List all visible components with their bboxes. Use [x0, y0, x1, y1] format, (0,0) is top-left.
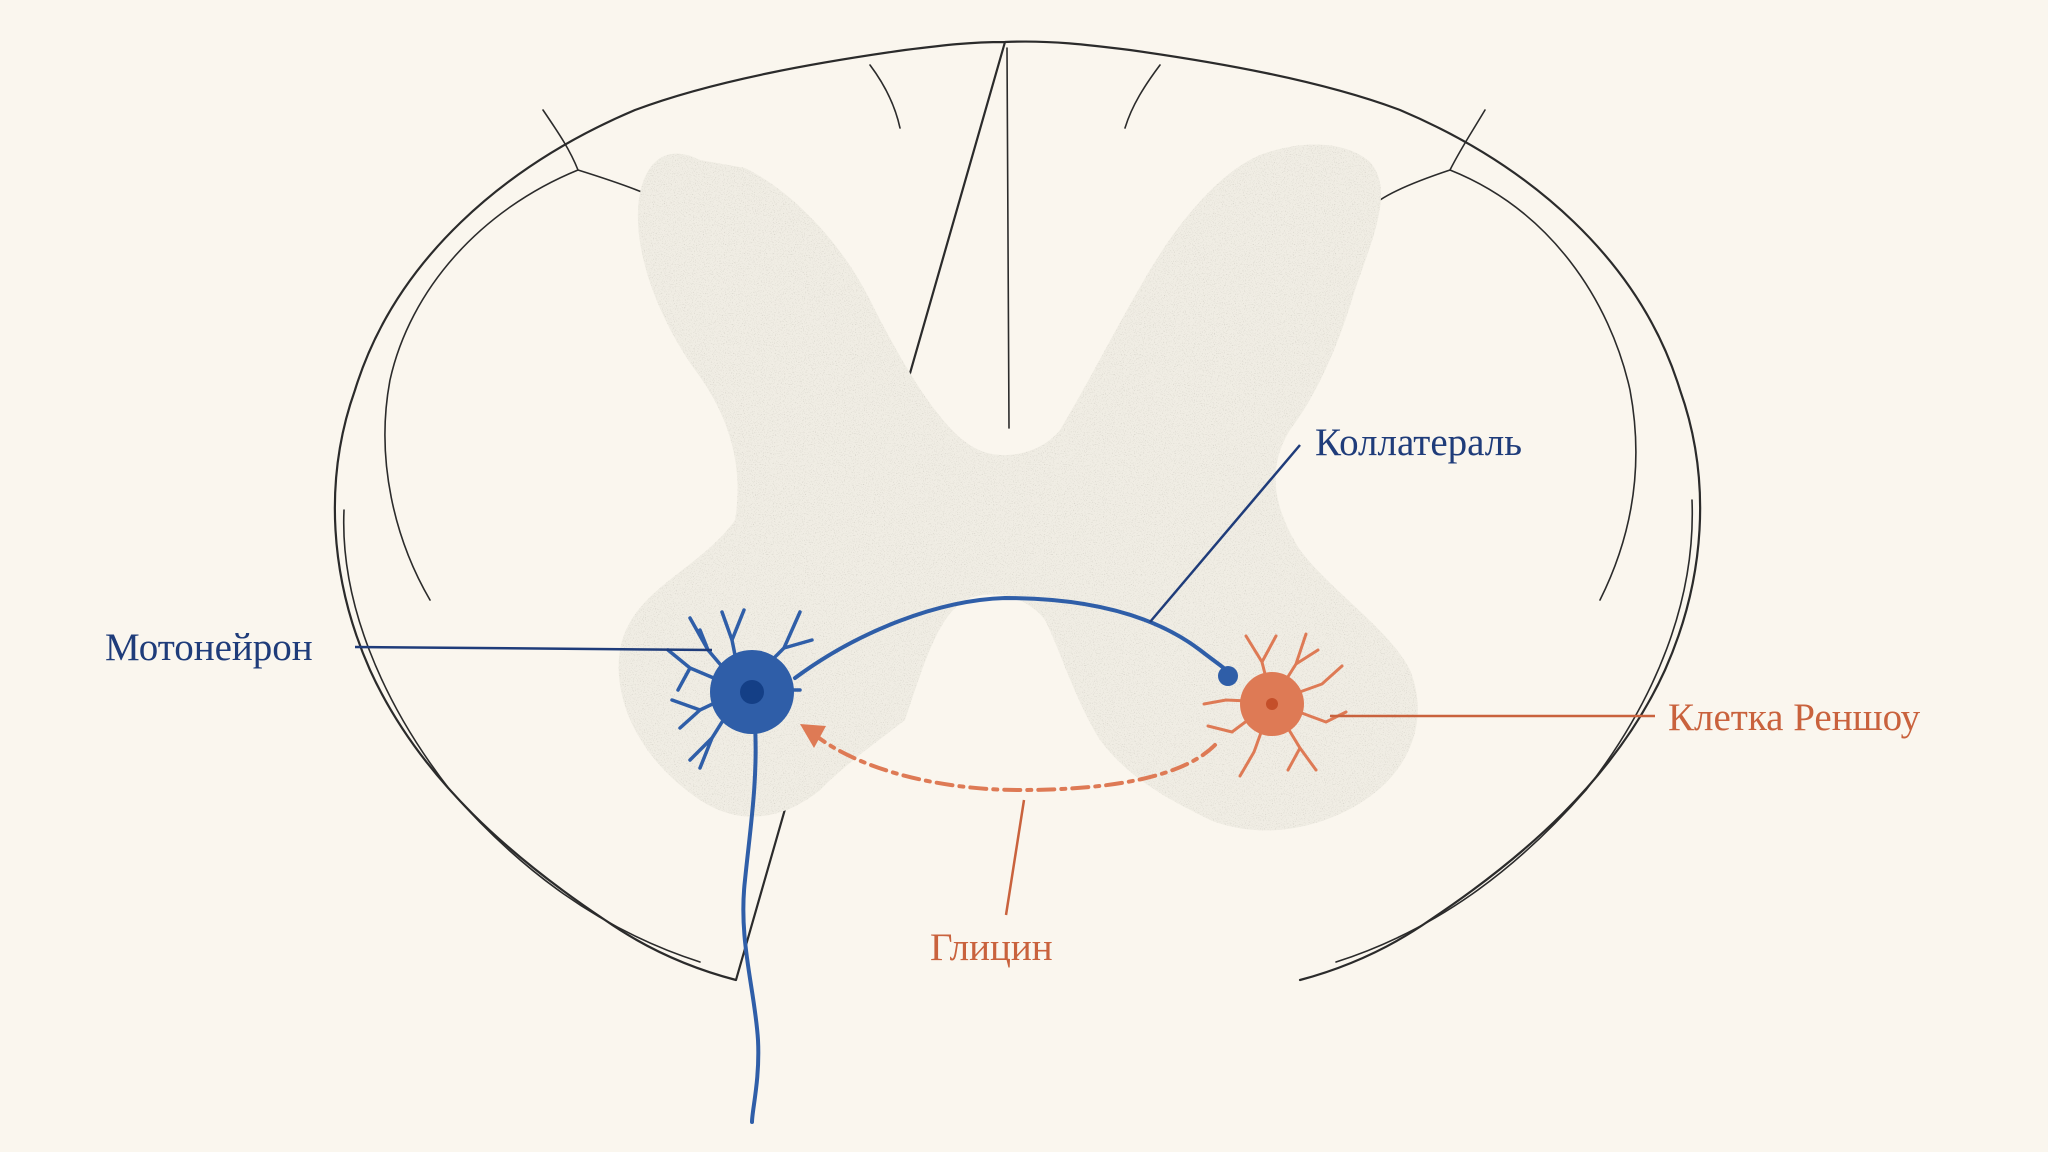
- glycine-label: Глицин: [930, 926, 1053, 969]
- arrowhead-icon: [800, 724, 826, 748]
- synaptic-bouton-icon: [1218, 666, 1238, 686]
- dorsal-funiculus-right: [1379, 109, 1486, 201]
- glycine-projection: [813, 733, 1217, 793]
- gray-matter-texture: [618, 144, 1418, 831]
- glycine-leader-line: [1004, 799, 1026, 916]
- motoneuron-cell-icon: [666, 608, 814, 770]
- motoneuron-axon: [741, 723, 761, 1124]
- dorsal-groove-left: [869, 64, 901, 129]
- renshaw-label: Клетка Реншоу: [1668, 696, 1921, 739]
- inner-rim-outline-right: [1335, 499, 1694, 963]
- dorsal-median-septum: [1006, 47, 1010, 429]
- lateral-line-right: [1449, 169, 1637, 601]
- inner-rim-outline: [342, 509, 701, 963]
- collateral-axon: [793, 595, 1230, 680]
- motoneuron-leader-line: [354, 645, 713, 652]
- collateral-leader-line: [1149, 444, 1301, 623]
- dorsal-groove-right: [1124, 64, 1161, 129]
- lateral-line-left: [384, 169, 579, 601]
- motoneuron-label: Мотонейрон: [105, 626, 313, 669]
- collateral-label: Коллатераль: [1315, 421, 1522, 464]
- spinal-cord-outline: [333, 40, 1702, 982]
- renshaw-cell-icon: [1202, 632, 1348, 778]
